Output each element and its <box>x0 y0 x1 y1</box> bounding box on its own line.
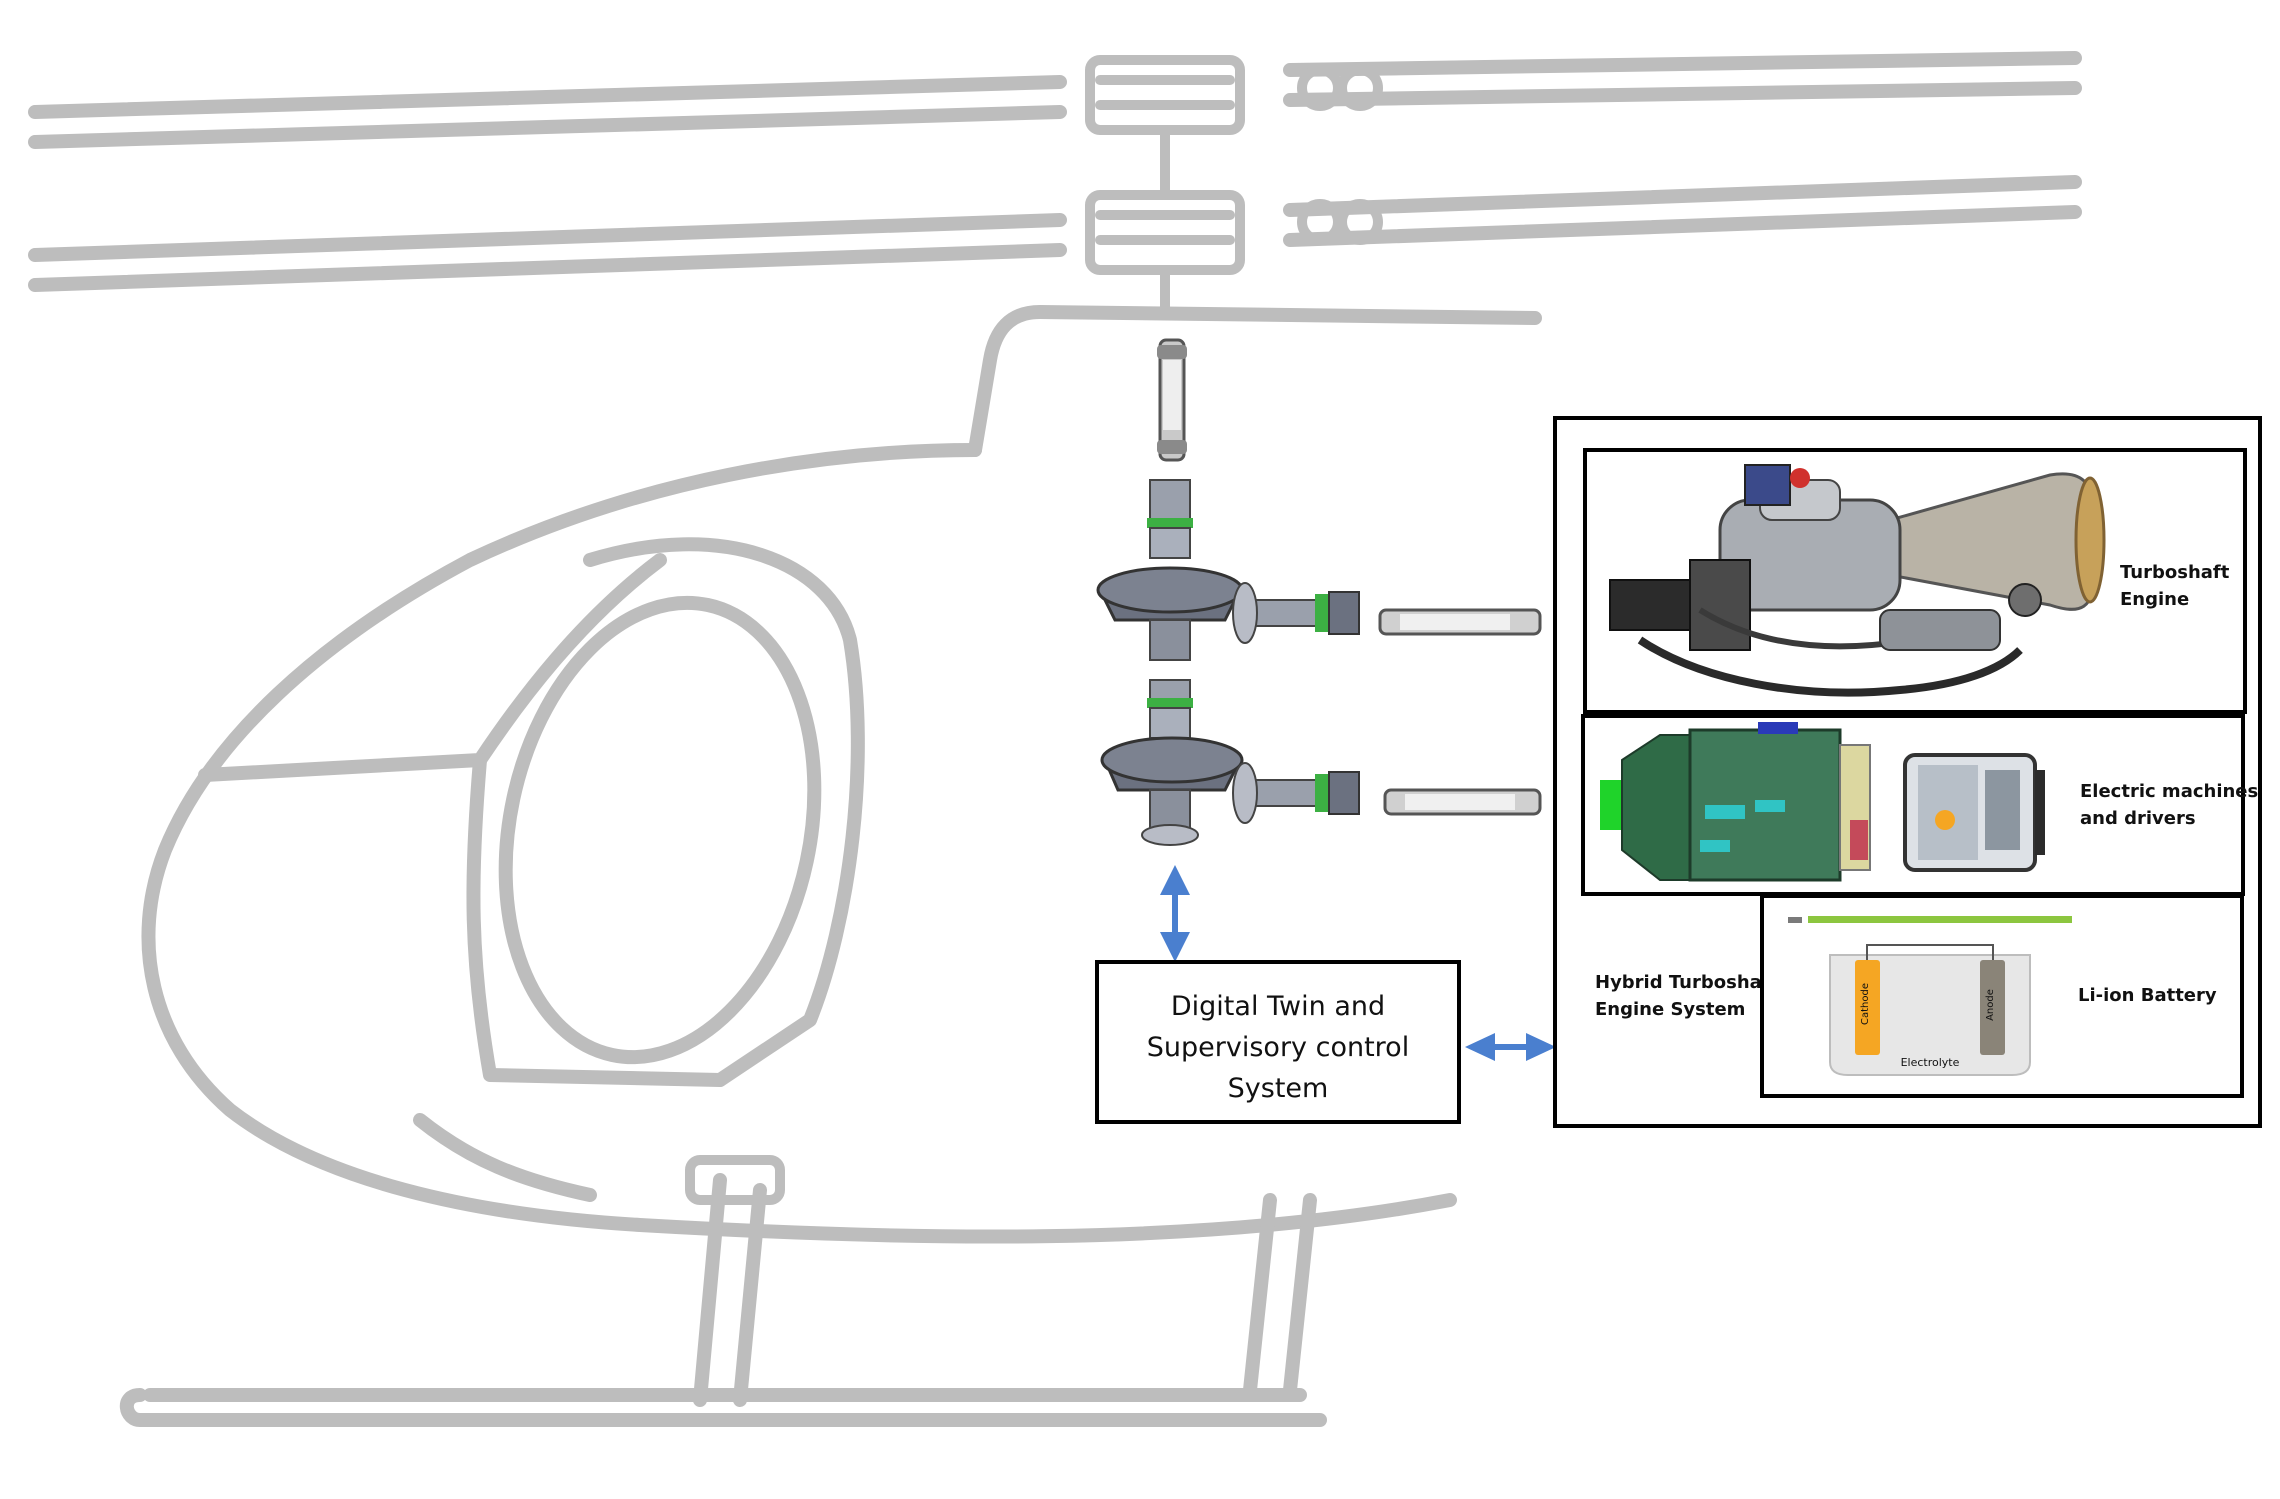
electric-machines-panel: Electric machines and drivers <box>1581 714 2258 896</box>
top-drive-shaft <box>1157 338 1187 462</box>
battery-label: Li-ion Battery <box>2078 985 2217 1006</box>
electric-label-2: and drivers <box>2080 808 2196 829</box>
hybrid-system-label-1: Hybrid Turboshaft <box>1595 972 1779 993</box>
electrolyte-label: Electrolyte <box>1901 1056 1960 1069</box>
landing-skid <box>119 1388 1327 1427</box>
helicopter-outline <box>28 51 2082 1427</box>
lower-body <box>413 1113 597 1202</box>
motor-driver-icon <box>1903 753 2045 872</box>
cathode-icon <box>1855 960 1880 1055</box>
lower-rotor-blade <box>28 175 2082 292</box>
turboshaft-label-1: Turboshaft <box>2120 562 2230 583</box>
rotor-hub <box>1085 55 1383 315</box>
upper-rotor-blade <box>28 51 2082 149</box>
hybrid-system-box: Turboshaft Engine <box>1553 416 2262 1128</box>
turboshaft-label-2: Engine <box>2120 589 2189 610</box>
door-frame <box>583 537 865 1087</box>
door-window <box>498 595 822 1065</box>
electric-label-1: Electric machines <box>2080 781 2258 802</box>
turboshaft-engine-panel: Turboshaft Engine <box>1583 448 2247 714</box>
battery-bar-gray <box>1788 917 1802 923</box>
battery-cell-icon: Cathode Anode Electrolyte <box>1829 944 2031 1076</box>
upper-gear-assembly <box>1096 479 1542 661</box>
skid-mount <box>685 1155 785 1205</box>
fuselage-body <box>141 443 1457 1244</box>
anode-label: Anode <box>1985 989 1996 1021</box>
vertical-double-arrow <box>1160 865 1190 962</box>
drivetrain <box>1096 338 1542 846</box>
hybrid-system-label-2: Engine System <box>1595 999 1745 1020</box>
supervisory-line-3: System <box>1228 1073 1329 1104</box>
green-shaft-ring <box>1147 698 1193 708</box>
battery-panel: Cathode Anode Electrolyte Li-ion Battery <box>1760 894 2244 1098</box>
green-shaft-ring <box>1147 518 1193 528</box>
turboshaft-engine-icon <box>1609 464 2106 697</box>
supervisory-line-2: Supervisory control <box>1147 1032 1409 1063</box>
lower-gear-assembly <box>1100 679 1542 846</box>
cockpit-frame <box>198 553 667 782</box>
horizontal-double-arrow <box>1465 1033 1556 1061</box>
electric-motor-icon <box>1600 722 1871 882</box>
fuselage-top <box>968 305 1542 457</box>
cockpit-window-frame <box>466 753 727 1087</box>
landing-skid-struts <box>693 1173 1317 1407</box>
supervisory-control-box: Digital Twin and Supervisory control Sys… <box>1095 960 1461 1124</box>
battery-bar-green <box>1808 916 2072 923</box>
supervisory-line-1: Digital Twin and <box>1171 991 1385 1022</box>
anode-icon <box>1980 960 2005 1055</box>
cathode-label: Cathode <box>1860 983 1871 1025</box>
